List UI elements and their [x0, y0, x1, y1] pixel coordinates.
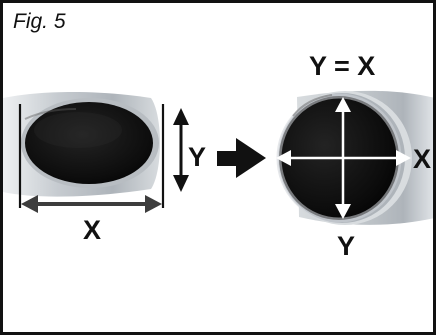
figure-caption: Fig. 5: [13, 10, 66, 33]
oval-pipe-height-measurement: [173, 108, 189, 192]
round-pipe-equation-label: Y = X: [309, 51, 375, 81]
round-pipe-vertical-label: Y: [337, 231, 355, 261]
oval-pipe-icon: [3, 91, 160, 197]
round-pipe-horizontal-label: X: [413, 144, 431, 174]
oval-pipe-width-label: X: [83, 215, 101, 245]
round-pipe-measurements: [276, 97, 411, 219]
pipe-comparison-diagram: X Y Y = X X Y: [3, 51, 433, 261]
oval-pipe-width-measurement: [18, 104, 165, 213]
oval-pipe-height-label: Y: [188, 142, 206, 172]
right-arrow-icon: [217, 138, 266, 178]
